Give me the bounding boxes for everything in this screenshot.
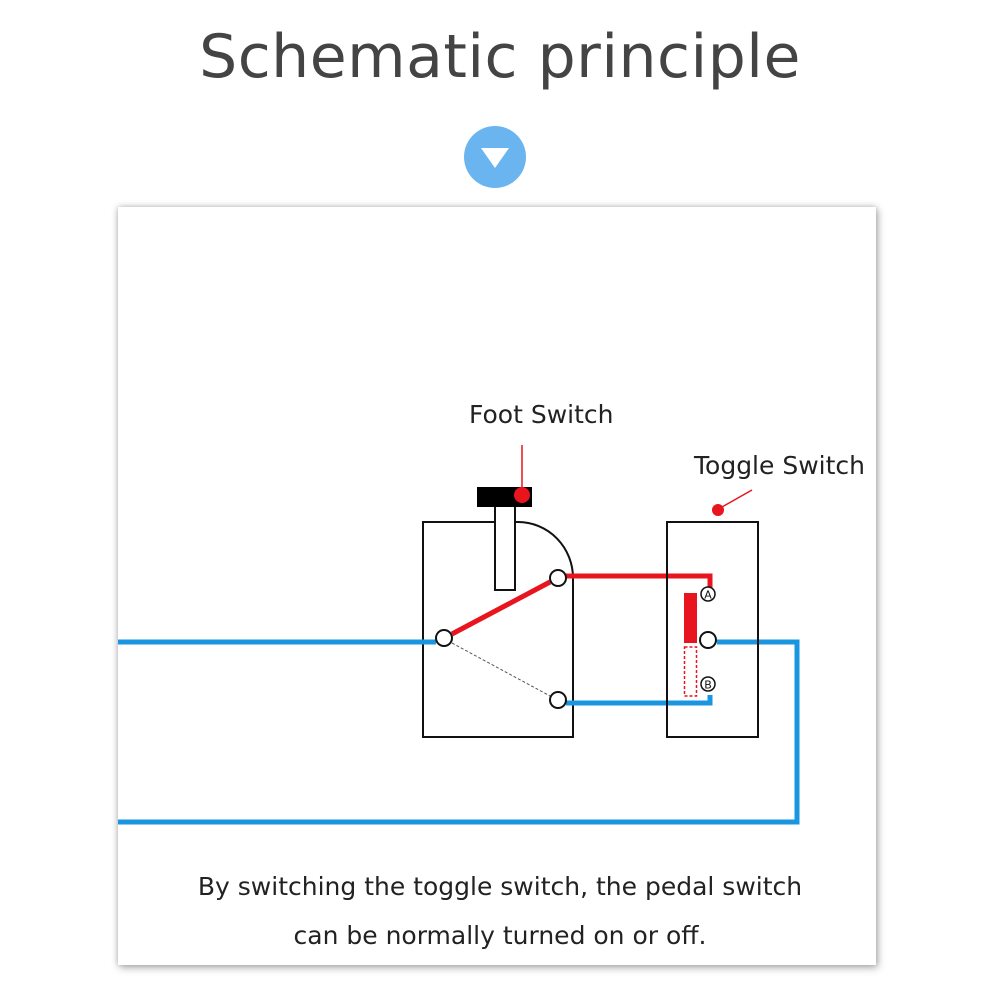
page-title: Schematic principle [199,22,801,92]
toggle-switch-label: Toggle Switch [694,451,865,480]
caption: By switching the toggle switch, the peda… [0,862,1000,960]
blue-wire-return [118,639,800,825]
red-contact-arm [450,579,552,637]
foot-switch-lever [494,504,516,591]
red-wire [566,573,713,589]
toggle-lever [684,593,697,643]
caption-line-2: can be normally turned on or off. [293,921,707,950]
dashed-contact-arm [451,642,551,697]
foot-switch-label: Foot Switch [469,400,614,429]
caption-line-1: By switching the toggle switch, the peda… [197,872,803,901]
toggle-switch-body [666,521,759,738]
terminal-b-label: B [704,679,712,692]
blue-wire-b [566,695,713,706]
terminal-a-label: A [704,589,712,602]
